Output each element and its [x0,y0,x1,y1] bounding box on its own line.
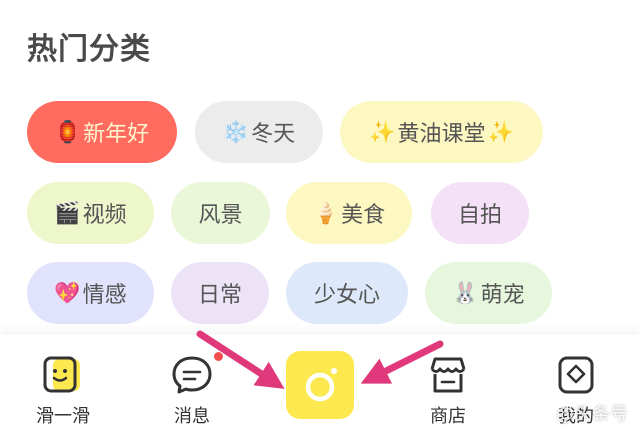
watermark: @头条号 [556,404,628,425]
tag-label: 冬天 [251,122,296,147]
tag-emotion[interactable]: 💖 情感 [27,262,154,324]
swipe-card-icon [43,356,80,393]
nav-shop[interactable]: 商店 [398,335,498,437]
camera-lens-icon [305,368,337,402]
chat-bubble-icon [172,356,212,394]
tag-label: 美食 [341,203,386,228]
clapper-board-icon: 🎬 [54,200,81,225]
nav-me[interactable]: 我的 [526,335,626,437]
tag-label: 新年好 [83,122,150,147]
section-title: 热门分类 [27,32,151,67]
shop-icon [430,357,466,393]
tag-food[interactable]: 🍦 美食 [286,182,412,244]
nav-me-label: 我的 [558,406,594,427]
nav-messages[interactable]: 消息 [142,335,242,437]
tag-butter-class[interactable]: ✨ 黄油课堂 ✨ [340,101,543,163]
tag-daily[interactable]: 日常 [171,262,269,324]
tag-label: 萌宠 [480,283,525,308]
camera-button[interactable] [286,351,354,419]
profile-card-icon [558,356,594,394]
tag-label: 黄油课堂 [397,122,486,147]
tag-label: 自拍 [457,203,502,228]
nav-swipe[interactable]: 滑一滑 [13,335,113,437]
heart-icon: 💖 [54,280,81,305]
tag-video[interactable]: 🎬 视频 [27,182,154,244]
rabbit-icon: 🐰 [452,280,479,305]
tag-pet[interactable]: 🐰 萌宠 [425,262,552,324]
ice-cream-icon: 🍦 [312,200,340,225]
tag-winter[interactable]: ❄️ 冬天 [195,101,323,163]
tag-scenery[interactable]: 风景 [171,182,270,244]
tag-label: 日常 [197,283,242,308]
tag-label: 视频 [82,203,127,228]
tag-girl-heart[interactable]: 少女心 [286,262,408,324]
sparkles-icon: ✨ [487,119,514,144]
tag-new-year[interactable]: 🏮 新年好 [27,101,177,163]
tag-label: 风景 [198,203,243,228]
tag-selfie[interactable]: 自拍 [431,182,529,244]
nav-shop-label: 商店 [430,406,466,427]
lantern-icon: 🏮 [54,119,82,144]
nav-messages-label: 消息 [174,406,210,427]
nav-swipe-label: 滑一滑 [36,406,90,427]
sparkles-icon: ✨ [369,119,396,144]
unread-dot [214,352,223,361]
tag-label: 情感 [82,283,127,308]
tag-label: 少女心 [313,283,380,308]
snowflake-icon: ❄️ [222,119,250,144]
